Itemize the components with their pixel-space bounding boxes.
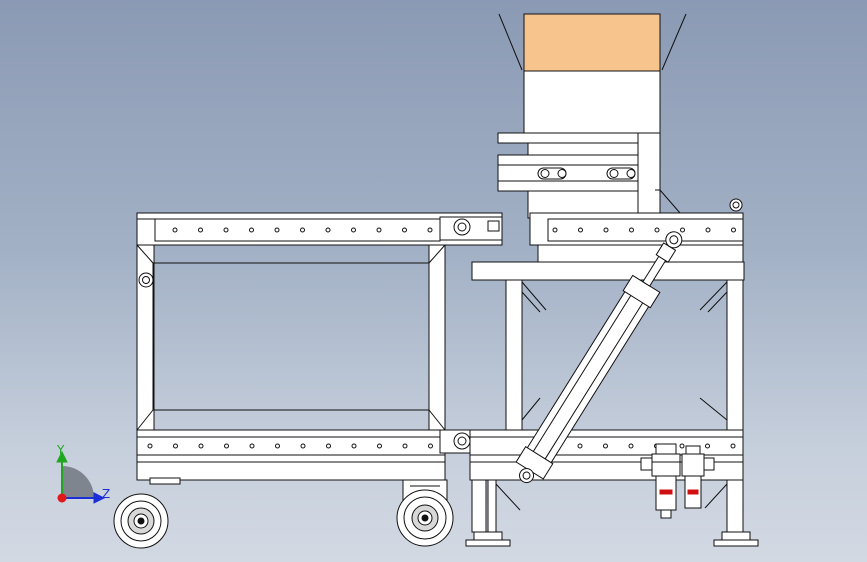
bolt-hole — [427, 227, 433, 233]
left-bottom-beam — [136, 429, 446, 463]
left-frame[interactable] — [136, 212, 503, 485]
right-frame[interactable] — [469, 212, 745, 536]
caster-wheel-left[interactable] — [113, 493, 169, 549]
bolt-hole — [249, 443, 255, 449]
bolt-hole — [402, 443, 408, 449]
pneumatic-cylinder[interactable] — [509, 225, 691, 490]
bolt-hole — [654, 227, 660, 233]
x-axis-dot — [57, 493, 67, 503]
right-leg-outer — [726, 279, 744, 536]
bolt-hole — [275, 443, 280, 449]
bolt-hole — [172, 227, 178, 233]
coordinate-triad: Y Z — [56, 443, 110, 504]
bolt-hole — [224, 443, 229, 449]
bolt-hole — [705, 227, 711, 233]
bolt-hole — [249, 227, 254, 233]
bolt-hole — [325, 227, 331, 233]
bolt-hole — [173, 443, 178, 449]
bolt-hole — [603, 443, 608, 449]
leveling-feet — [465, 531, 759, 547]
bolt-hole — [552, 227, 558, 233]
bolt-hole — [376, 227, 382, 233]
short-leg — [471, 479, 487, 533]
bolt-hole — [628, 443, 634, 449]
bolt-hole — [351, 443, 357, 449]
bolt-hole — [300, 227, 305, 233]
bolt-hole — [577, 443, 583, 449]
bolt-hole — [300, 443, 306, 449]
bolt-hole — [223, 227, 229, 233]
slide-guide[interactable] — [497, 132, 743, 219]
guide-post — [637, 132, 661, 216]
hopper[interactable] — [498, 13, 687, 134]
carton-box[interactable] — [523, 13, 661, 72]
bolt-hole — [705, 443, 710, 449]
bolt-hole — [326, 443, 331, 449]
z-axis-label: Z — [102, 487, 110, 501]
air-filter-regulator[interactable] — [640, 443, 715, 519]
right-cross-rail — [471, 261, 745, 281]
bolt-hole — [603, 227, 609, 233]
right-upright — [428, 244, 446, 431]
hopper-flap-left — [498, 13, 523, 71]
bolt-hole — [578, 227, 583, 233]
hole-row — [172, 227, 433, 233]
caster-wheel-right[interactable] — [396, 479, 454, 547]
hopper-body — [523, 70, 661, 134]
triad-quadrant — [62, 466, 94, 498]
hopper-flap-right — [661, 13, 687, 71]
bolt-hole — [351, 227, 356, 233]
bolt-hole — [428, 443, 433, 449]
hole-row — [552, 227, 736, 233]
guide-plate-top — [497, 132, 639, 144]
left-base-rail — [136, 461, 446, 481]
bolt-hole — [274, 227, 280, 233]
y-axis-label: Y — [56, 443, 65, 457]
bolt-hole — [198, 227, 203, 233]
bolt-hole — [731, 227, 736, 233]
bolt-hole — [629, 227, 634, 233]
bolt-hole — [377, 443, 382, 449]
frame-window — [152, 262, 430, 411]
bolt-hole — [679, 443, 685, 449]
bolt-hole — [147, 443, 153, 449]
bolt-hole — [730, 443, 736, 449]
hole-row — [147, 443, 433, 449]
bolt-hole — [680, 227, 685, 233]
bolt-hole — [402, 227, 407, 233]
bolt-hole — [198, 443, 204, 449]
